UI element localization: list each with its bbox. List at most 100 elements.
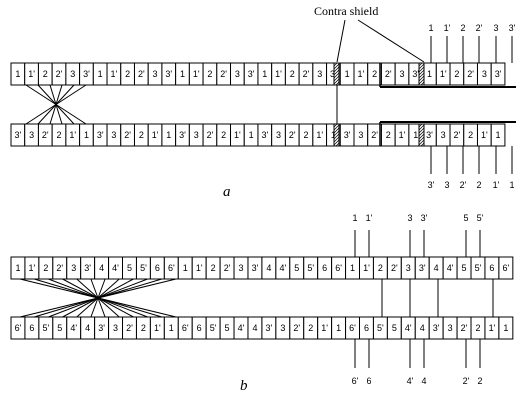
panel-b-bottom-cell-label: 6' bbox=[15, 323, 22, 333]
panel-b-top-cell-label: 5' bbox=[475, 263, 482, 273]
panel-a-contra-shield-bottom-left-hatch bbox=[333, 133, 340, 140]
panel-a-bottom-cell-label: 3' bbox=[426, 130, 433, 140]
panel-a-contra-shield-top-right-hatch bbox=[418, 62, 423, 67]
panel-a-top-cell-label: 1 bbox=[345, 69, 350, 79]
panel-a-top-cell-label: 3 bbox=[482, 69, 487, 79]
panel-b-bottom-cell-label: 2 bbox=[308, 323, 313, 333]
panel-a-crossover-lines bbox=[25, 84, 87, 125]
panel-a-top-cell-label: 1 bbox=[98, 69, 103, 79]
panel-b-bottom-terminal-label: 4 bbox=[421, 376, 426, 386]
panel-a-bottom-cell-label: 1 bbox=[331, 130, 336, 140]
panel-b-top-cell-label: 3' bbox=[419, 263, 426, 273]
panel-b-top-cell-label: 2 bbox=[211, 263, 216, 273]
panel-b-top-cell-label: 2 bbox=[378, 263, 383, 273]
panel-a-top-cell-label: 3 bbox=[400, 69, 405, 79]
panel-b-top-cell-label: 6 bbox=[489, 263, 494, 273]
panel-b-bottom-cell-label: 4' bbox=[238, 323, 245, 333]
panel-a-top-cell-label: 2' bbox=[467, 69, 474, 79]
panel-a-bottom-cell-label: 3 bbox=[441, 130, 446, 140]
panel-a-bottom-terminal-label: 2 bbox=[476, 180, 481, 190]
panel-a-contra-shield-top-left bbox=[333, 62, 340, 86]
panel-a-top-cell-label: 2' bbox=[303, 69, 310, 79]
panel-a-bottom-terminal-label: 1 bbox=[509, 180, 514, 190]
panel-b-bottom-cell-label: 3 bbox=[113, 323, 118, 333]
contra-shield-label: Contra shield bbox=[314, 4, 378, 18]
panel-a-bottom-cell-label: 2 bbox=[468, 130, 473, 140]
panel-b-bottom-cell bbox=[498, 316, 514, 340]
panel-a-contra-shield-top-right-hatch bbox=[418, 66, 425, 73]
panel-a-bottom-cell-label: 3' bbox=[179, 130, 186, 140]
panel-b-top-cell-label: 5 bbox=[294, 263, 299, 273]
panel-a-bottom-cell-label: 2' bbox=[371, 130, 378, 140]
panel-a-shields bbox=[333, 62, 516, 147]
panel-b-top-cell-label: 1' bbox=[196, 263, 203, 273]
panel-a-top-cell-label: 1' bbox=[193, 69, 200, 79]
panel-a-top-cell-label: 2' bbox=[56, 69, 63, 79]
panel-a-top-cell-label: 2 bbox=[372, 69, 377, 79]
panel-a-bottom-cell-label: 1' bbox=[234, 130, 241, 140]
panel-a-top-cell bbox=[490, 62, 506, 86]
panel-b-bottom-cell-label: 3 bbox=[448, 323, 453, 333]
panel-a-top-cell-label: 1' bbox=[440, 69, 447, 79]
panel-a-contra-shield-top-right-hatch bbox=[418, 75, 425, 82]
panel-b-bottom-cell-label: 2 bbox=[475, 323, 480, 333]
panel-b-top-cell-label: 1' bbox=[363, 263, 370, 273]
panel-a-top-cell-label: 1' bbox=[357, 69, 364, 79]
panel-b-top-cell-label: 4 bbox=[266, 263, 271, 273]
panel-b-top-cell-label: 3 bbox=[71, 263, 76, 273]
panel-b-bottom-cell-label: 5' bbox=[42, 323, 49, 333]
panel-b-bottom-cell-label: 1' bbox=[154, 323, 161, 333]
panel-b-bottom-cell-label: 3' bbox=[98, 323, 105, 333]
panel-a-top-cell-label: 3' bbox=[83, 69, 90, 79]
panel-a-bottom-cell-label: 1' bbox=[481, 130, 488, 140]
panel-b-top-terminal-label: 3' bbox=[421, 213, 428, 223]
panel-b-top-terminal-label: 3 bbox=[407, 213, 412, 223]
panel-b-bottom-cell-label: 2' bbox=[461, 323, 468, 333]
panel-a-bottom-cell-label: 1' bbox=[152, 130, 159, 140]
panel-b-bottom-cell-label: 3' bbox=[433, 323, 440, 333]
panel-a-bottom-cell-label: 3' bbox=[261, 130, 268, 140]
panel-a-contra-shield-top-right-hatch bbox=[420, 81, 425, 86]
panel-a-bottom-cell-label: 3 bbox=[111, 130, 116, 140]
panel-a-contra-shield-bottom-right-hatch bbox=[418, 123, 423, 128]
panel-a-contra-shield-bottom-left-hatch bbox=[333, 136, 340, 143]
panel-a-top-cell-label: 2' bbox=[385, 69, 392, 79]
panel-b-bottom-cell-label: 5' bbox=[210, 323, 217, 333]
panel-b-top-cell-label: 3' bbox=[84, 263, 91, 273]
panel-a-contra-shield-top-right-hatch bbox=[418, 78, 425, 85]
panel-b-bottom-cell-label: 1' bbox=[321, 323, 328, 333]
panel-label-b: b bbox=[240, 378, 248, 394]
panel-a-contra-shield-bottom-left-hatch bbox=[335, 142, 340, 147]
panel-b-top-cell-label: 2' bbox=[224, 263, 231, 273]
panel-a-top-terminal-label: 1' bbox=[444, 23, 451, 33]
panel-a-top-cell-label: 1 bbox=[262, 69, 267, 79]
panel-b-bottom-cell-label: 4' bbox=[405, 323, 412, 333]
contra-shield-leader-right bbox=[357, 19, 425, 63]
panel-b-bottom-cell-label: 5 bbox=[225, 323, 230, 333]
panel-a-top-cell-label: 3 bbox=[70, 69, 75, 79]
panel-a-bottom-cell-label: 3 bbox=[358, 130, 363, 140]
panel-b-bottom-cell-label: 2 bbox=[141, 323, 146, 333]
panel-b-top-cell-label: 6 bbox=[155, 263, 160, 273]
panel-b-bottom-cell-label: 3' bbox=[266, 323, 273, 333]
panel-b-crossover-lines bbox=[19, 278, 494, 318]
panel-a-contra-shield-bottom-right-hatch bbox=[418, 136, 425, 143]
panel-a-bottom-cell-label: 3 bbox=[194, 130, 199, 140]
panel-a-top-cell-label: 2 bbox=[43, 69, 48, 79]
panel-a-contra-shield-top-left-hatch bbox=[333, 69, 340, 76]
panel-a-contra-shield-bottom-left-hatch bbox=[333, 127, 340, 134]
panel-a-contra-shield-top-left-hatch bbox=[333, 75, 340, 82]
panel-a-bottom-cell-label: 1' bbox=[316, 130, 323, 140]
panel-a-top-terminal-label: 1 bbox=[428, 23, 433, 33]
contra-shield-leader-left bbox=[336, 19, 346, 63]
panel-b-top-cell-label: 5' bbox=[140, 263, 147, 273]
panel-b-bottom-cell-label: 6' bbox=[349, 323, 356, 333]
panel-a-top-cell-label: 1 bbox=[15, 69, 20, 79]
panel-a-bottom-cell-label: 2 bbox=[386, 130, 391, 140]
panel-a-top-cell-label: 2' bbox=[220, 69, 227, 79]
panel-a-contra-shield-bottom-left bbox=[333, 123, 340, 147]
panel-b-top-terminal-label: 1' bbox=[366, 213, 373, 223]
panel-a-bottom-cell-label: 2 bbox=[139, 130, 144, 140]
